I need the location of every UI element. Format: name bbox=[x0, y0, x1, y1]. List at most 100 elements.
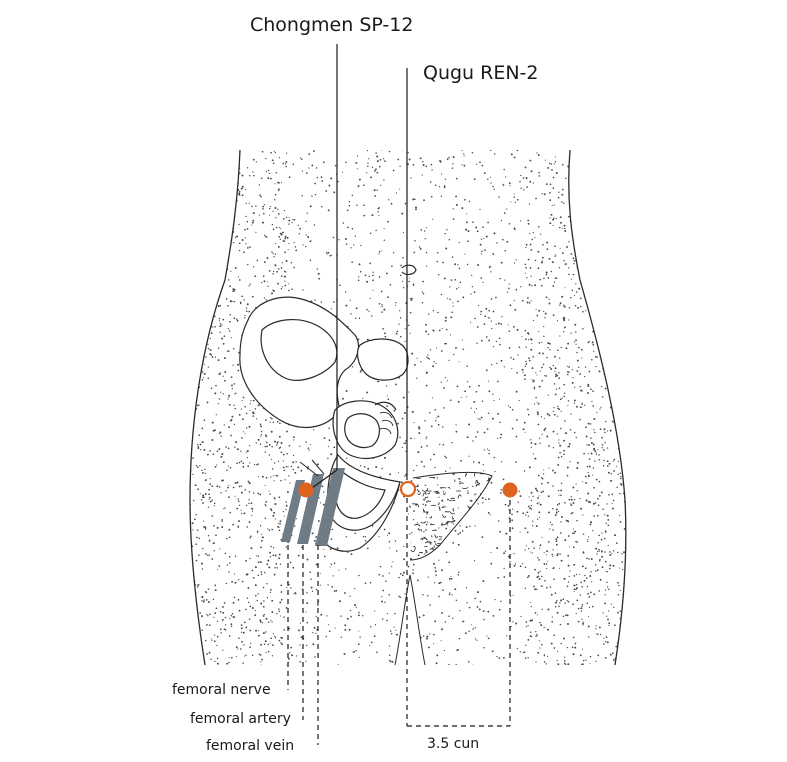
stipple-dot bbox=[412, 164, 415, 166]
stipple-dot bbox=[529, 159, 531, 162]
stipple-dot bbox=[594, 431, 596, 434]
stipple-dot bbox=[234, 407, 237, 410]
stipple-dot bbox=[438, 496, 440, 499]
stipple-dot bbox=[237, 648, 239, 650]
stipple-dot bbox=[572, 377, 574, 379]
stipple-dot bbox=[558, 191, 560, 193]
stipple-dot bbox=[278, 435, 281, 438]
stipple-dot bbox=[319, 502, 322, 504]
stipple-dot bbox=[433, 360, 435, 363]
stipple-dot bbox=[475, 226, 478, 229]
stipple-dot bbox=[333, 446, 336, 449]
stipple-dot bbox=[609, 322, 611, 324]
stipple-dot bbox=[452, 305, 454, 307]
stipple-dot bbox=[538, 516, 541, 518]
stipple-dot bbox=[471, 151, 474, 154]
stipple-dot bbox=[187, 206, 189, 208]
stipple-dot bbox=[238, 242, 241, 245]
stipple-dot bbox=[260, 602, 263, 605]
stipple-dot bbox=[601, 190, 604, 192]
stipple-dot bbox=[625, 335, 626, 338]
stipple-dot bbox=[593, 486, 595, 489]
stipple-dot bbox=[205, 356, 207, 358]
stipple-dot bbox=[589, 521, 592, 523]
stipple-dot bbox=[506, 240, 509, 243]
stipple-dot bbox=[502, 656, 505, 659]
stipple-dot bbox=[457, 300, 459, 303]
stipple-dot bbox=[366, 280, 369, 283]
stipple-dot bbox=[259, 621, 262, 623]
stipple-dot bbox=[277, 268, 280, 270]
stipple-dot bbox=[429, 604, 431, 606]
stipple-dot bbox=[524, 272, 526, 274]
stipple-dot bbox=[522, 651, 525, 654]
stipple-dot bbox=[478, 608, 481, 611]
stipple-dot bbox=[271, 445, 273, 448]
stipple-dot bbox=[186, 611, 188, 613]
stipple-dot bbox=[499, 436, 502, 439]
stipple-dot bbox=[448, 663, 450, 665]
stipple-dot bbox=[220, 251, 222, 253]
stipple-dot bbox=[622, 279, 625, 281]
stipple-dot bbox=[263, 613, 265, 616]
stipple-dot bbox=[186, 568, 188, 570]
stipple-dot bbox=[255, 161, 258, 163]
stipple-dot bbox=[621, 643, 623, 645]
qugu-point[interactable] bbox=[399, 480, 417, 498]
stipple-dot bbox=[229, 466, 232, 469]
stipple-dot bbox=[245, 573, 248, 576]
stipple-dot bbox=[209, 450, 211, 452]
stipple-dot bbox=[216, 620, 219, 622]
stipple-dot bbox=[316, 176, 319, 179]
stipple-dot bbox=[514, 563, 517, 565]
stipple-dot bbox=[476, 431, 479, 433]
stipple-dot bbox=[426, 637, 428, 640]
stipple-dot bbox=[534, 568, 536, 571]
stipple-dot bbox=[218, 150, 221, 153]
stipple-dot bbox=[206, 171, 209, 173]
stipple-dot bbox=[549, 521, 552, 523]
stipple-dot bbox=[547, 608, 550, 611]
stipple-dot bbox=[254, 584, 257, 587]
stipple-dot bbox=[526, 576, 529, 579]
hair-stroke bbox=[417, 559, 423, 560]
stipple-dot bbox=[617, 341, 619, 343]
stipple-dot bbox=[259, 493, 262, 496]
stipple-dot bbox=[208, 493, 210, 496]
stipple-dot bbox=[569, 195, 572, 198]
stipple-dot bbox=[430, 163, 433, 166]
stipple-dot bbox=[617, 593, 620, 596]
stipple-dot bbox=[240, 631, 243, 633]
stipple-dot bbox=[592, 199, 594, 202]
stipple-dot bbox=[451, 256, 454, 258]
stipple-dot bbox=[270, 459, 273, 461]
stipple-dot bbox=[186, 175, 188, 177]
stipple-dot bbox=[604, 311, 606, 313]
stipple-dot bbox=[478, 461, 481, 464]
stipple-dot bbox=[278, 188, 280, 190]
stipple-dot bbox=[482, 464, 484, 466]
stipple-dot bbox=[542, 243, 544, 246]
stipple-dot bbox=[315, 536, 318, 538]
stipple-dot bbox=[581, 606, 583, 608]
stipple-dot bbox=[203, 599, 205, 601]
stipple-dot bbox=[624, 460, 626, 463]
stipple-dot bbox=[213, 542, 216, 544]
stipple-dot bbox=[240, 460, 243, 462]
stipple-dot bbox=[293, 592, 295, 595]
stipple-dot bbox=[206, 653, 208, 655]
lateral-point[interactable] bbox=[502, 482, 518, 498]
stipple-dot bbox=[273, 573, 276, 576]
stipple-dot bbox=[425, 436, 428, 438]
stipple-dot bbox=[228, 528, 231, 531]
stipple-dot bbox=[381, 311, 383, 313]
stipple-dot bbox=[308, 153, 311, 155]
chongmen-point[interactable] bbox=[298, 482, 314, 498]
stipple-dot bbox=[580, 230, 582, 232]
stipple-dot bbox=[595, 547, 598, 550]
stipple-dot bbox=[602, 247, 604, 250]
stipple-dot bbox=[480, 310, 483, 313]
stipple-dot bbox=[372, 271, 374, 274]
stipple-dot bbox=[201, 254, 204, 256]
stipple-dot bbox=[290, 262, 293, 264]
